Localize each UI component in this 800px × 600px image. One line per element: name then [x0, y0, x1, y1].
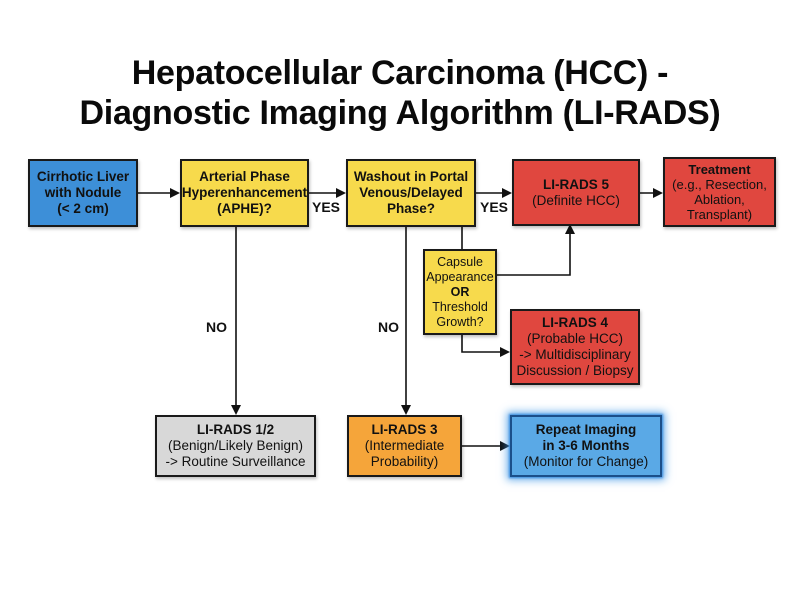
node-washout-line-1: Washout in Portal [353, 169, 469, 184]
node-lirads5-line-1: LI-RADS 5 [542, 176, 609, 192]
node-cirrhotic-line-3: (< 2 cm) [57, 201, 109, 216]
node-repeat-line-2: in 3-6 Months [542, 438, 630, 453]
node-capsule-line-1: Capsule [437, 254, 483, 269]
node-washout-decision: Washout in Portal Venous/Delayed Phase? [346, 159, 476, 227]
node-aphe-line-3: (APHE)? [217, 201, 272, 216]
node-lirads4-line-2: (Probable HCC) [526, 331, 624, 346]
arrow-capsule-yes-to-lirads5 [497, 224, 575, 276]
node-treatment-line-4: Transplant) [686, 207, 753, 222]
node-treatment-line-3: Ablation, [694, 192, 745, 207]
node-cirrhotic-line-2: with Nodule [44, 185, 122, 200]
edge-label-no-aphe: NO [206, 319, 227, 335]
node-capsule-threshold-decision: Capsule Appearance OR Threshold Growth? [423, 249, 497, 335]
diagram-title-line-1: Hepatocellular Carcinoma (HCC) - [131, 54, 669, 92]
node-capsule-line-5: Growth? [436, 314, 484, 329]
node-aphe-decision: Arterial Phase Hyperenhancement (APHE)? [180, 159, 309, 227]
node-cirrhotic-liver: Cirrhotic Liver with Nodule (< 2 cm) [28, 159, 138, 227]
node-lirads12-line-3: -> Routine Surveillance [165, 454, 306, 469]
node-treatment: Treatment (e.g., Resection, Ablation, Tr… [663, 157, 776, 227]
node-washout-line-2: Venous/Delayed [359, 185, 463, 200]
node-cirrhotic-line-1: Cirrhotic Liver [36, 169, 130, 184]
node-lirads-1-2: LI-RADS 1/2 (Benign/Likely Benign) -> Ro… [155, 415, 316, 477]
node-lirads4-line-4: Discussion / Biopsy [516, 363, 634, 378]
node-repeat-imaging: Repeat Imaging in 3-6 Months (Monitor fo… [510, 415, 662, 477]
node-lirads-3: LI-RADS 3 (Intermediate Probability) [347, 415, 462, 477]
arrow-capsule-no-to-lirads4 [461, 335, 510, 357]
node-capsule-line-4: Threshold [432, 299, 488, 314]
node-capsule-line-2: Appearance [426, 269, 494, 284]
node-treatment-line-1: Treatment [688, 162, 751, 177]
node-lirads-4: LI-RADS 4 (Probable HCC) -> Multidiscipl… [510, 309, 640, 385]
node-washout-line-3: Phase? [386, 201, 436, 216]
edge-label-no-washout: NO [378, 319, 399, 335]
edge-label-yes-washout: YES [480, 199, 509, 215]
edge-label-yes-aphe: YES [312, 199, 341, 215]
node-lirads12-line-1: LI-RADS 1/2 [196, 422, 275, 437]
node-aphe-line-1: Arterial Phase [199, 169, 290, 184]
node-lirads3-line-1: LI-RADS 3 [371, 422, 438, 437]
node-lirads3-line-2: (Intermediate [364, 438, 445, 453]
diagram-title-line-2: Diagnostic Imaging Algorithm (LI-RADS) [79, 94, 721, 132]
node-lirads12-line-2: (Benign/Likely Benign) [167, 438, 304, 453]
node-lirads-5: LI-RADS 5 (Definite HCC) [512, 159, 640, 226]
node-capsule-line-3: OR [450, 284, 470, 299]
node-lirads5-line-2: (Definite HCC) [532, 192, 620, 208]
node-lirads3-line-3: Probability) [370, 454, 439, 469]
node-aphe-line-2: Hyperenhancement [181, 185, 308, 200]
node-lirads4-line-3: -> Multidisciplinary [519, 347, 631, 362]
node-lirads4-line-1: LI-RADS 4 [541, 315, 608, 330]
node-treatment-line-2: (e.g., Resection, [672, 177, 767, 192]
node-repeat-line-1: Repeat Imaging [535, 422, 637, 437]
node-repeat-line-3: (Monitor for Change) [523, 454, 649, 469]
